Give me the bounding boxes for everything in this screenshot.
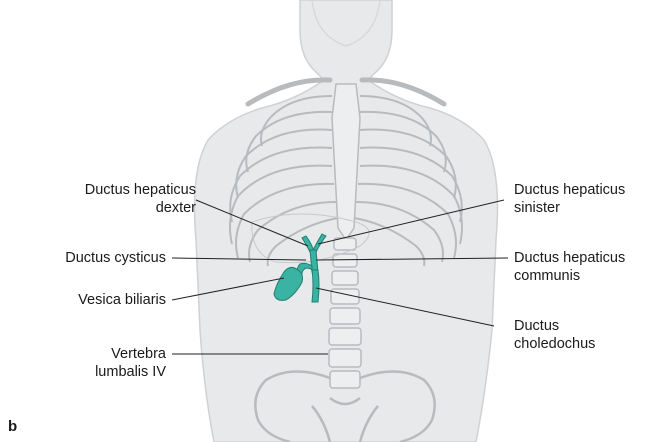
label-line: Vertebra: [6, 345, 166, 363]
label-line: Vesica biliaris: [6, 291, 166, 309]
label-ductus-hepaticus-communis: Ductus hepaticus communis: [514, 249, 666, 285]
spine: [329, 238, 361, 388]
label-line: Ductus hepaticus: [514, 181, 666, 199]
label-line: sinister: [514, 199, 666, 217]
label-ductus-hepaticus-dexter: Ductus hepaticus dexter: [6, 181, 196, 217]
label-line: Ductus cysticus: [6, 249, 166, 267]
label-line: dexter: [6, 199, 196, 217]
label-line: choledochus: [514, 335, 666, 353]
panel-letter: b: [8, 418, 17, 435]
ductus-choledochus-shape: [312, 270, 319, 302]
label-line: lumbalis IV: [6, 363, 166, 381]
label-ductus-choledochus: Ductus choledochus: [514, 317, 666, 353]
label-line: Ductus: [514, 317, 666, 335]
label-line: communis: [514, 267, 666, 285]
label-ductus-cysticus: Ductus cysticus: [6, 249, 166, 267]
label-line: Ductus hepaticus: [514, 249, 666, 267]
label-vesica-biliaris: Vesica biliaris: [6, 291, 166, 309]
label-line: Ductus hepaticus: [6, 181, 196, 199]
label-vertebra-lumbalis-iv: Vertebra lumbalis IV: [6, 345, 166, 381]
label-ductus-hepaticus-sinister: Ductus hepaticus sinister: [514, 181, 666, 217]
